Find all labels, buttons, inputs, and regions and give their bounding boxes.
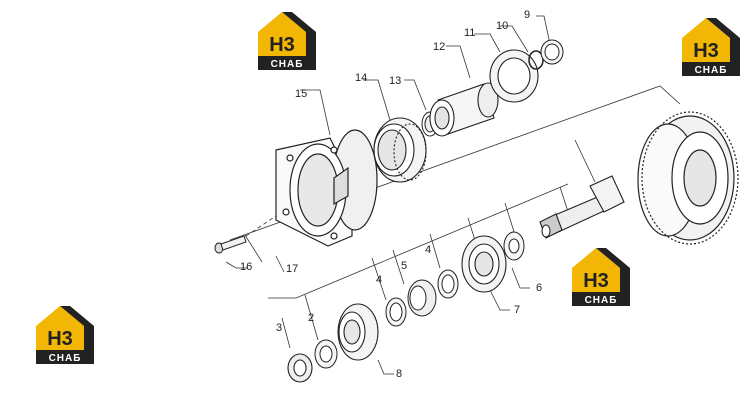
svg-text:H3: H3 xyxy=(583,270,609,292)
svg-text:CHAБ: CHAБ xyxy=(695,65,728,76)
label-3: 3 xyxy=(276,322,282,334)
label-4-lower: 4 xyxy=(376,274,382,286)
svg-text:H3: H3 xyxy=(269,34,295,56)
part-14-bearing xyxy=(373,117,427,183)
svg-text:CHAБ: CHAБ xyxy=(585,295,618,306)
label-10: 10 xyxy=(496,20,508,32)
svg-text:H3: H3 xyxy=(693,40,719,62)
part-1-pinion-shaft xyxy=(539,175,625,239)
part-15-housing xyxy=(275,129,378,247)
label-7: 7 xyxy=(514,304,520,316)
brand-logo-top-right: H3 CHAБ xyxy=(682,18,740,76)
part-5-spacer xyxy=(407,279,437,317)
brand-logo-top-left: H3 CHAБ xyxy=(258,12,316,70)
part-10-oring xyxy=(528,50,544,70)
part-16-bolt xyxy=(214,235,247,254)
label-9: 9 xyxy=(524,9,530,21)
label-15: 15 xyxy=(295,88,307,100)
part-7-bearing xyxy=(461,235,507,293)
label-17: 17 xyxy=(286,263,298,275)
label-8: 8 xyxy=(396,368,402,380)
part-11-seal xyxy=(489,49,539,103)
svg-text:H3: H3 xyxy=(47,328,73,350)
part-3-nut xyxy=(287,353,313,383)
brand-logo-bottom-left: H3 CHAБ xyxy=(36,306,94,364)
part-9-washer xyxy=(540,39,564,65)
part-12-sleeve xyxy=(429,82,499,137)
part-4-ring-upper xyxy=(437,269,459,299)
label-2: 2 xyxy=(308,312,314,324)
label-12: 12 xyxy=(433,41,445,53)
label-11: 11 xyxy=(464,27,475,39)
svg-text:CHAБ: CHAБ xyxy=(49,353,82,364)
part-6-washer xyxy=(503,231,525,261)
label-13: 13 xyxy=(389,75,401,87)
label-5: 5 xyxy=(401,260,407,272)
label-14: 14 xyxy=(355,72,367,84)
brand-logo-middle-right: H3 CHAБ xyxy=(572,248,630,306)
part-4-ring-lower xyxy=(385,297,407,327)
part-1-ring-gear xyxy=(637,111,739,245)
part-labels: 15 14 13 12 11 10 9 16 17 4 5 4 6 7 8 2 … xyxy=(240,9,542,380)
label-4-upper: 4 xyxy=(425,244,431,256)
label-6: 6 xyxy=(536,282,542,294)
svg-text:CHAБ: CHAБ xyxy=(271,59,304,70)
part-8-bearing xyxy=(337,303,379,361)
part-2-washer xyxy=(314,339,338,369)
label-16: 16 xyxy=(240,261,252,273)
